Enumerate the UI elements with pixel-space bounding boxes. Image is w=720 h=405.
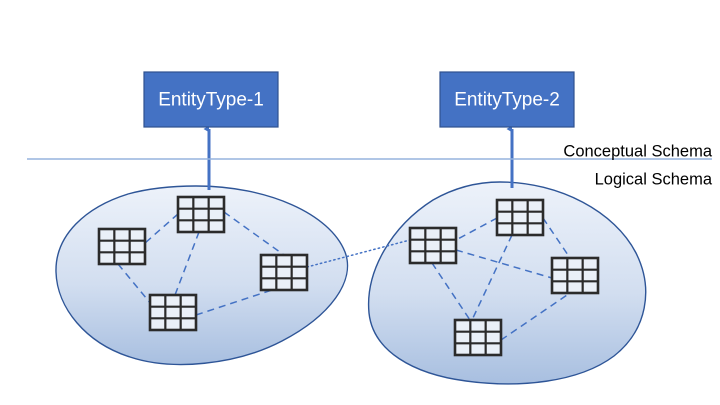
table-icon-frame bbox=[495, 198, 545, 237]
entity-box-label: EntityType-1 bbox=[158, 90, 264, 111]
table-icon bbox=[97, 227, 147, 266]
table-icon-frame bbox=[259, 253, 309, 292]
table-icon-frame bbox=[408, 226, 458, 265]
rel-r-3 bbox=[471, 234, 513, 321]
entity-box[interactable]: EntityType-1 bbox=[143, 71, 279, 128]
table-icon bbox=[148, 293, 198, 332]
conceptual-schema-label: Conceptual Schema bbox=[563, 142, 712, 160]
rel-r-6 bbox=[500, 292, 571, 341]
relation-lines bbox=[117, 211, 571, 341]
table-icon-frame bbox=[176, 195, 226, 234]
table-icon bbox=[259, 253, 309, 292]
table-icon bbox=[495, 198, 545, 237]
entity-box-label: EntityType-2 bbox=[454, 90, 560, 111]
table-icon-frame bbox=[453, 318, 503, 357]
entity-box-frame[interactable] bbox=[143, 71, 279, 128]
table-icon bbox=[550, 256, 600, 295]
rel-r-5 bbox=[455, 249, 553, 279]
table-icon-frame bbox=[550, 256, 600, 295]
rel-r-2 bbox=[542, 217, 571, 259]
entity-box-frame[interactable] bbox=[439, 71, 575, 128]
entity-boxes: EntityType-1 EntityType-2 bbox=[143, 71, 575, 128]
table-icon bbox=[176, 195, 226, 234]
entity-box[interactable]: EntityType-2 bbox=[439, 71, 575, 128]
rel-r-1 bbox=[455, 217, 498, 241]
rel-l-2 bbox=[223, 211, 285, 256]
table-icon-frame bbox=[97, 227, 147, 266]
table-icon bbox=[453, 318, 503, 357]
table-icon-frame bbox=[148, 293, 198, 332]
table-icons bbox=[97, 195, 600, 357]
table-icon bbox=[408, 226, 458, 265]
rel-l-5 bbox=[195, 289, 273, 316]
rel-cross-schema bbox=[306, 239, 411, 268]
logical-schema-label: Logical Schema bbox=[595, 170, 713, 188]
rel-l-1 bbox=[144, 213, 179, 244]
